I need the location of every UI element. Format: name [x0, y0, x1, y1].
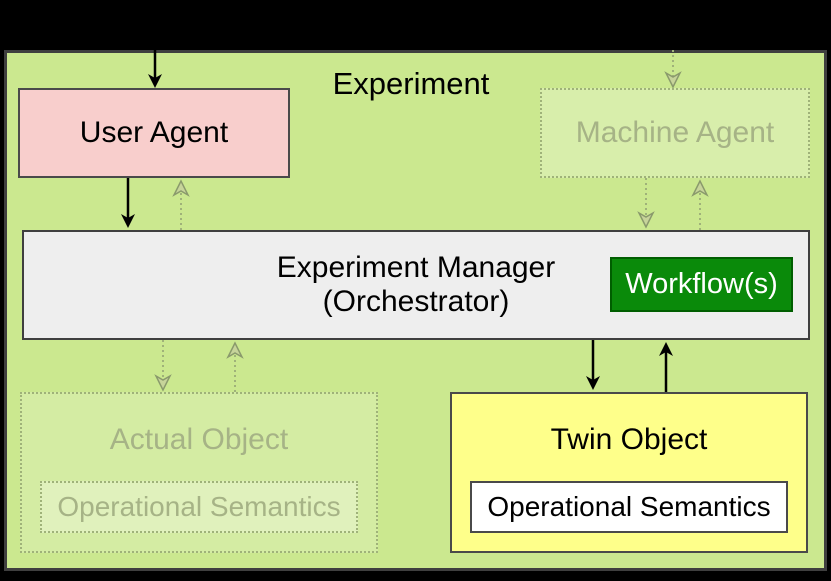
actual-object-semantics-node: Operational Semantics: [40, 481, 358, 533]
machine-agent-node: Machine Agent: [540, 88, 810, 178]
workflow-node: Workflow(s): [610, 257, 793, 312]
actual-object-node: Actual Object Operational Semantics: [20, 392, 378, 553]
workflow-label: Workflow(s): [625, 268, 778, 300]
twin-object-node: Twin Object Operational Semantics: [450, 392, 808, 553]
twin-object-label: Twin Object: [550, 423, 708, 456]
actual-object-semantics-label: Operational Semantics: [57, 491, 341, 522]
user-agent-label: User Agent: [79, 116, 229, 149]
experiment-manager-node: Experiment Manager (Orchestrator): [22, 230, 810, 340]
machine-agent-label: Machine Agent: [575, 116, 775, 149]
experiment-manager-label-line1: Experiment Manager: [276, 251, 556, 284]
twin-object-semantics-node: Operational Semantics: [470, 481, 788, 533]
actual-object-label: Actual Object: [109, 423, 289, 456]
user-agent-node: User Agent: [18, 88, 290, 178]
twin-object-semantics-label: Operational Semantics: [487, 491, 771, 522]
experiment-manager-label-line2: (Orchestrator): [322, 285, 510, 318]
experiment-frame-title: Experiment: [332, 66, 490, 101]
